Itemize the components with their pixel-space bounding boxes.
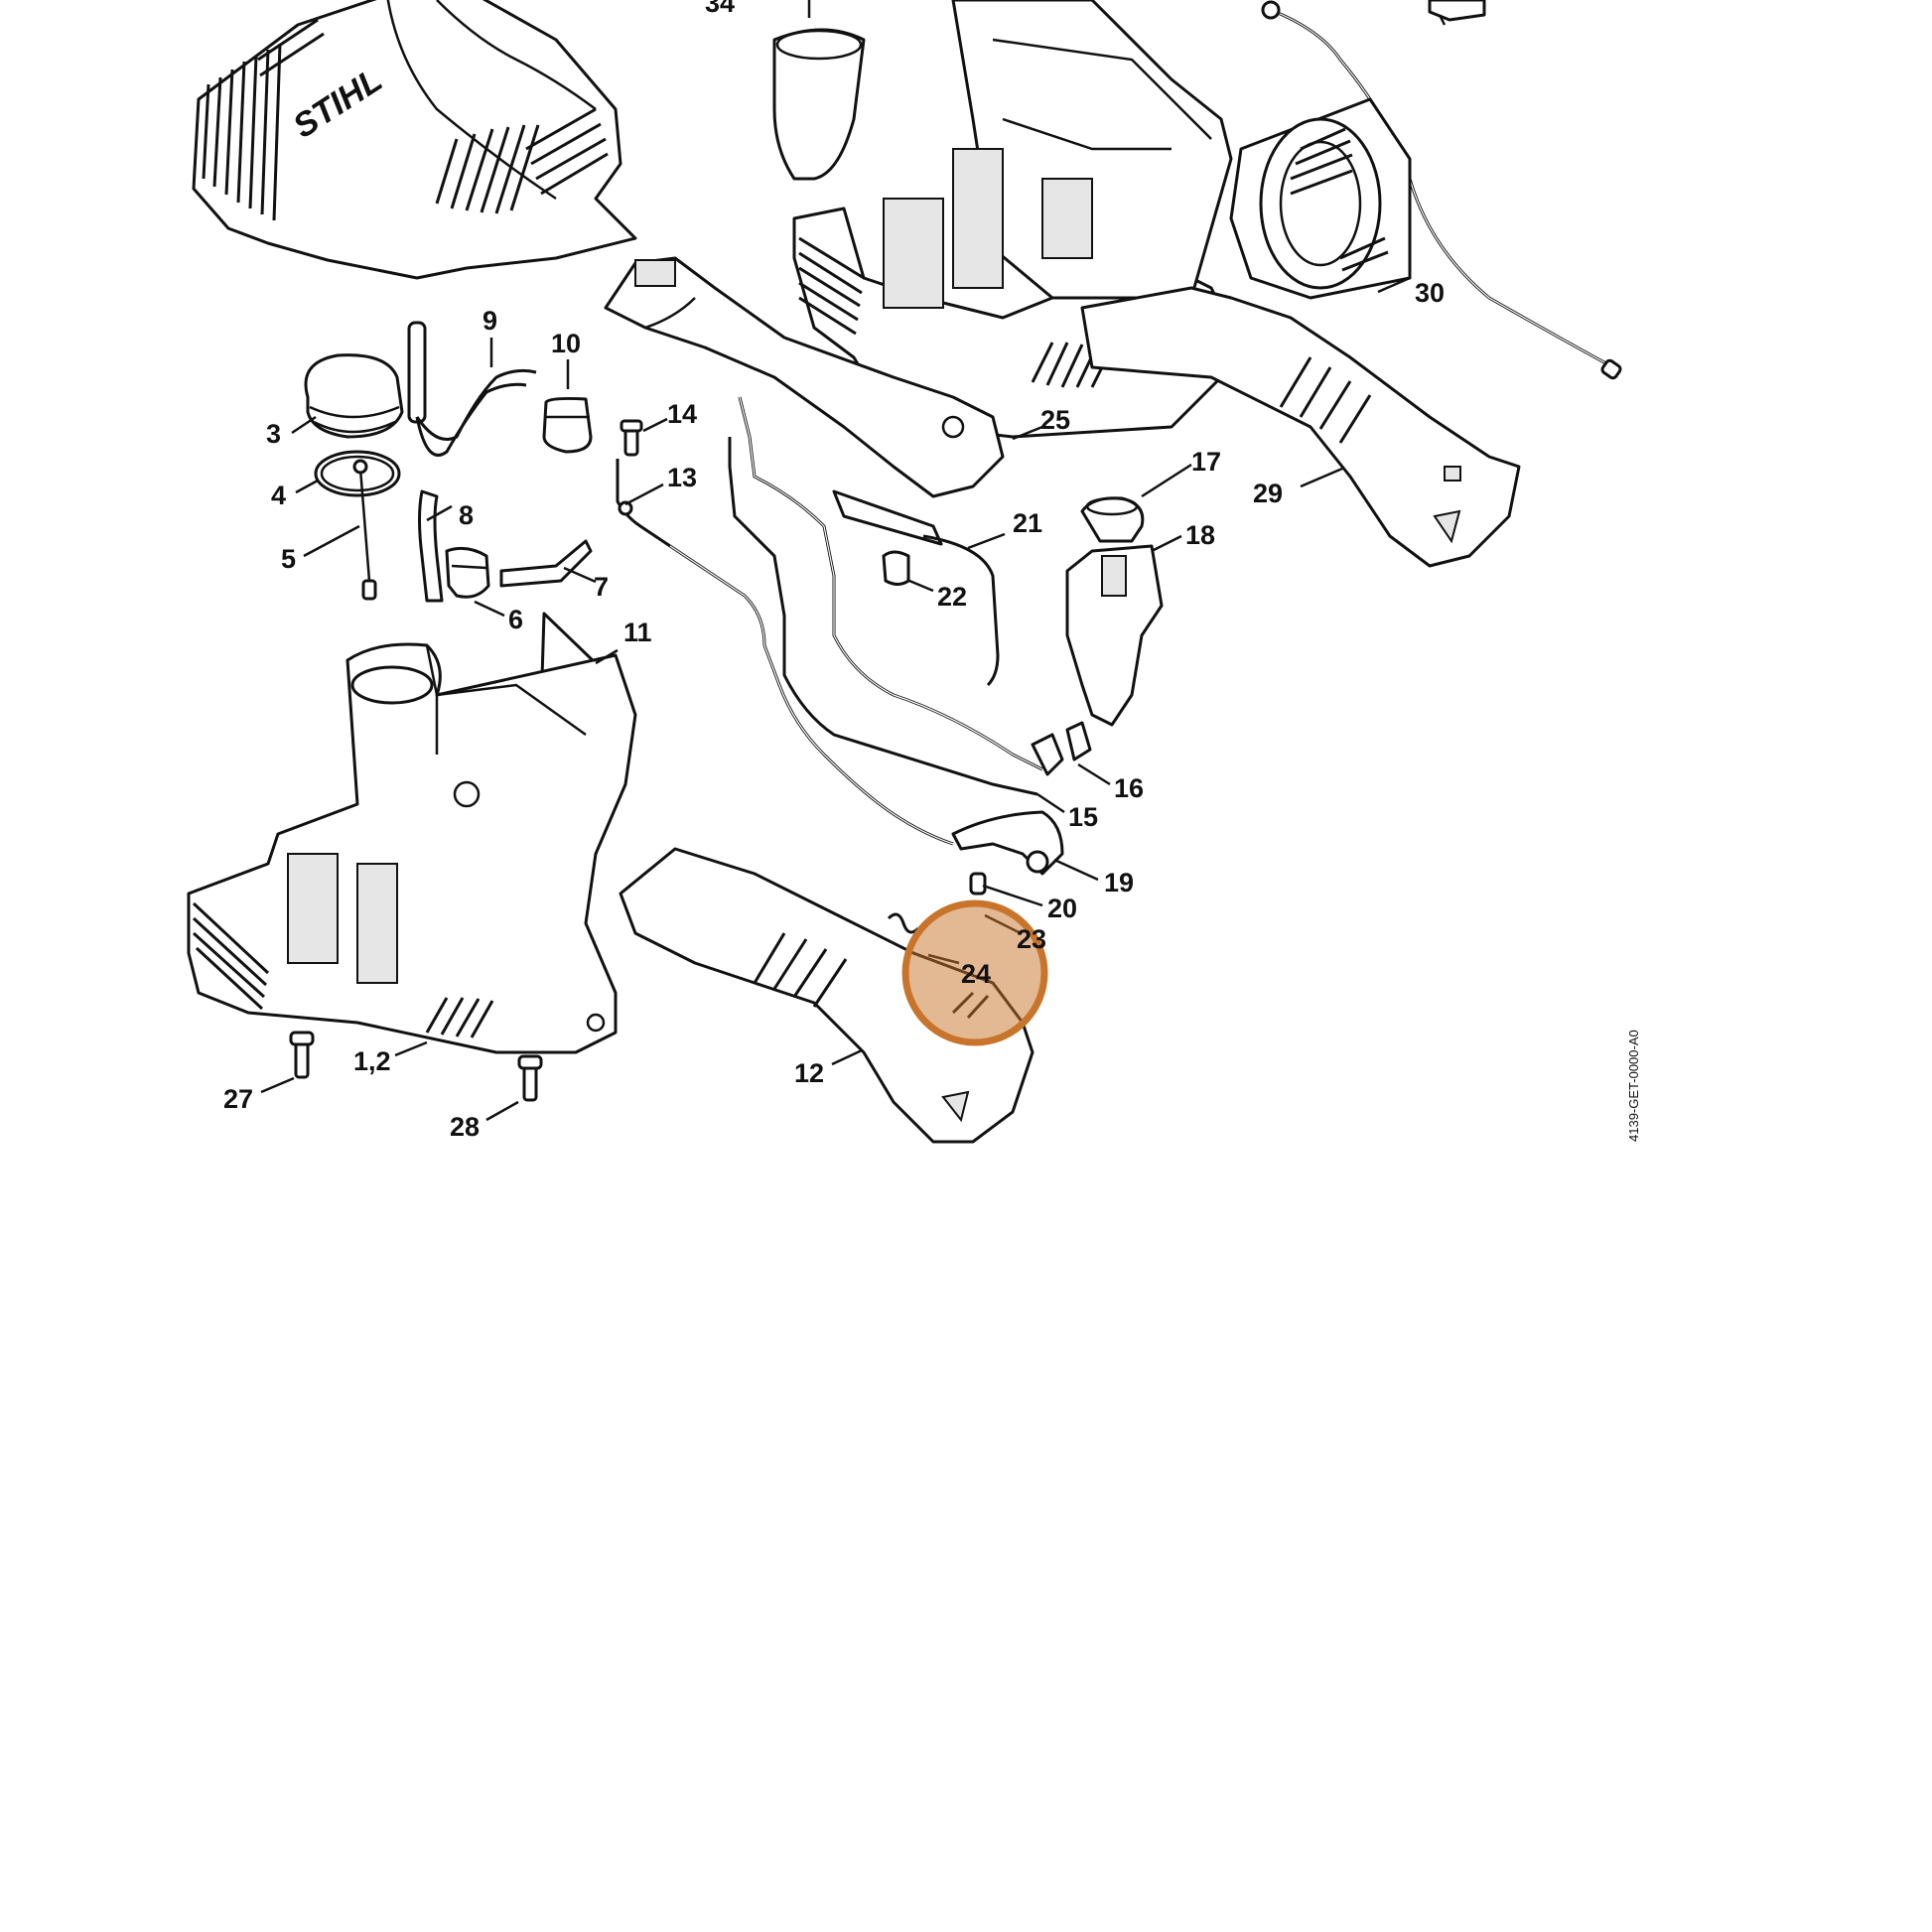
callout-1-2: 1,2 [353, 1046, 391, 1076]
part-3-tank-cap [304, 353, 404, 439]
part-23-spring [887, 912, 920, 934]
part-34 [772, 0, 866, 181]
fan-shroud: STIHL [192, 0, 637, 280]
callout-3: 3 [266, 419, 281, 449]
part-17-switch [1080, 496, 1145, 543]
part-25 [604, 256, 1005, 498]
callout-20: 20 [1047, 894, 1077, 923]
part-8-hose [418, 489, 444, 603]
part-19-lever [951, 810, 1064, 876]
part-29 [1080, 286, 1521, 568]
callout-8: 8 [459, 500, 474, 530]
callout-18: 18 [1185, 520, 1215, 550]
part-22-clip [882, 550, 910, 586]
callout-28: 28 [450, 1112, 480, 1142]
callout-29: 29 [1253, 479, 1283, 508]
part-7-hose [499, 539, 593, 588]
part-4-o-ring [314, 450, 401, 497]
part-18-switch-housing [1065, 544, 1164, 727]
part-14-screw [620, 419, 643, 457]
callout-23: 23 [1017, 924, 1046, 954]
callout-21: 21 [1013, 508, 1042, 538]
callout-labels: 34 30 29 25 9 10 3 4 5 8 7 6 14 13 11 17… [223, 0, 1445, 1142]
part-20-pin [969, 872, 987, 896]
callout-7: 7 [594, 572, 609, 602]
part-30 [1229, 97, 1412, 300]
callout-4: 4 [271, 481, 286, 510]
callout-14: 14 [667, 399, 697, 429]
part-6-valve [445, 546, 490, 599]
throttle-cable [669, 396, 1092, 846]
part-28-screw [517, 1054, 543, 1102]
part-1-2-housing [187, 642, 637, 1054]
ignition-lead [1261, 0, 1622, 380]
callout-12: 12 [794, 1058, 824, 1088]
callout-15: 15 [1068, 802, 1098, 832]
callout-22: 22 [937, 582, 967, 612]
callout-6: 6 [508, 605, 523, 634]
part-10-fuel-filter [542, 396, 593, 454]
callout-17: 17 [1191, 447, 1221, 477]
part-27-screw [289, 1031, 315, 1079]
callout-16: 16 [1114, 773, 1144, 803]
highlight-ring [901, 899, 1048, 1046]
part-9-fuel-hose [407, 321, 537, 457]
callout-11: 11 [623, 618, 652, 647]
callout-30: 30 [1415, 278, 1445, 308]
callout-5: 5 [281, 544, 296, 574]
callout-24: 24 [961, 959, 991, 989]
document-id: 4139-GET-0000-A0 [1626, 1030, 1641, 1142]
part-21 [832, 489, 1000, 687]
part-5-retainer [352, 459, 377, 601]
callout-27: 27 [223, 1084, 253, 1114]
callout-19: 19 [1104, 868, 1134, 897]
callout-34: 34 [705, 0, 735, 18]
part-13-ground-wire [616, 459, 671, 548]
callout-10: 10 [551, 329, 581, 358]
top-right-connector [1428, 0, 1486, 26]
callout-9: 9 [483, 306, 497, 336]
callout-13: 13 [667, 463, 697, 492]
callout-25: 25 [1040, 405, 1070, 435]
